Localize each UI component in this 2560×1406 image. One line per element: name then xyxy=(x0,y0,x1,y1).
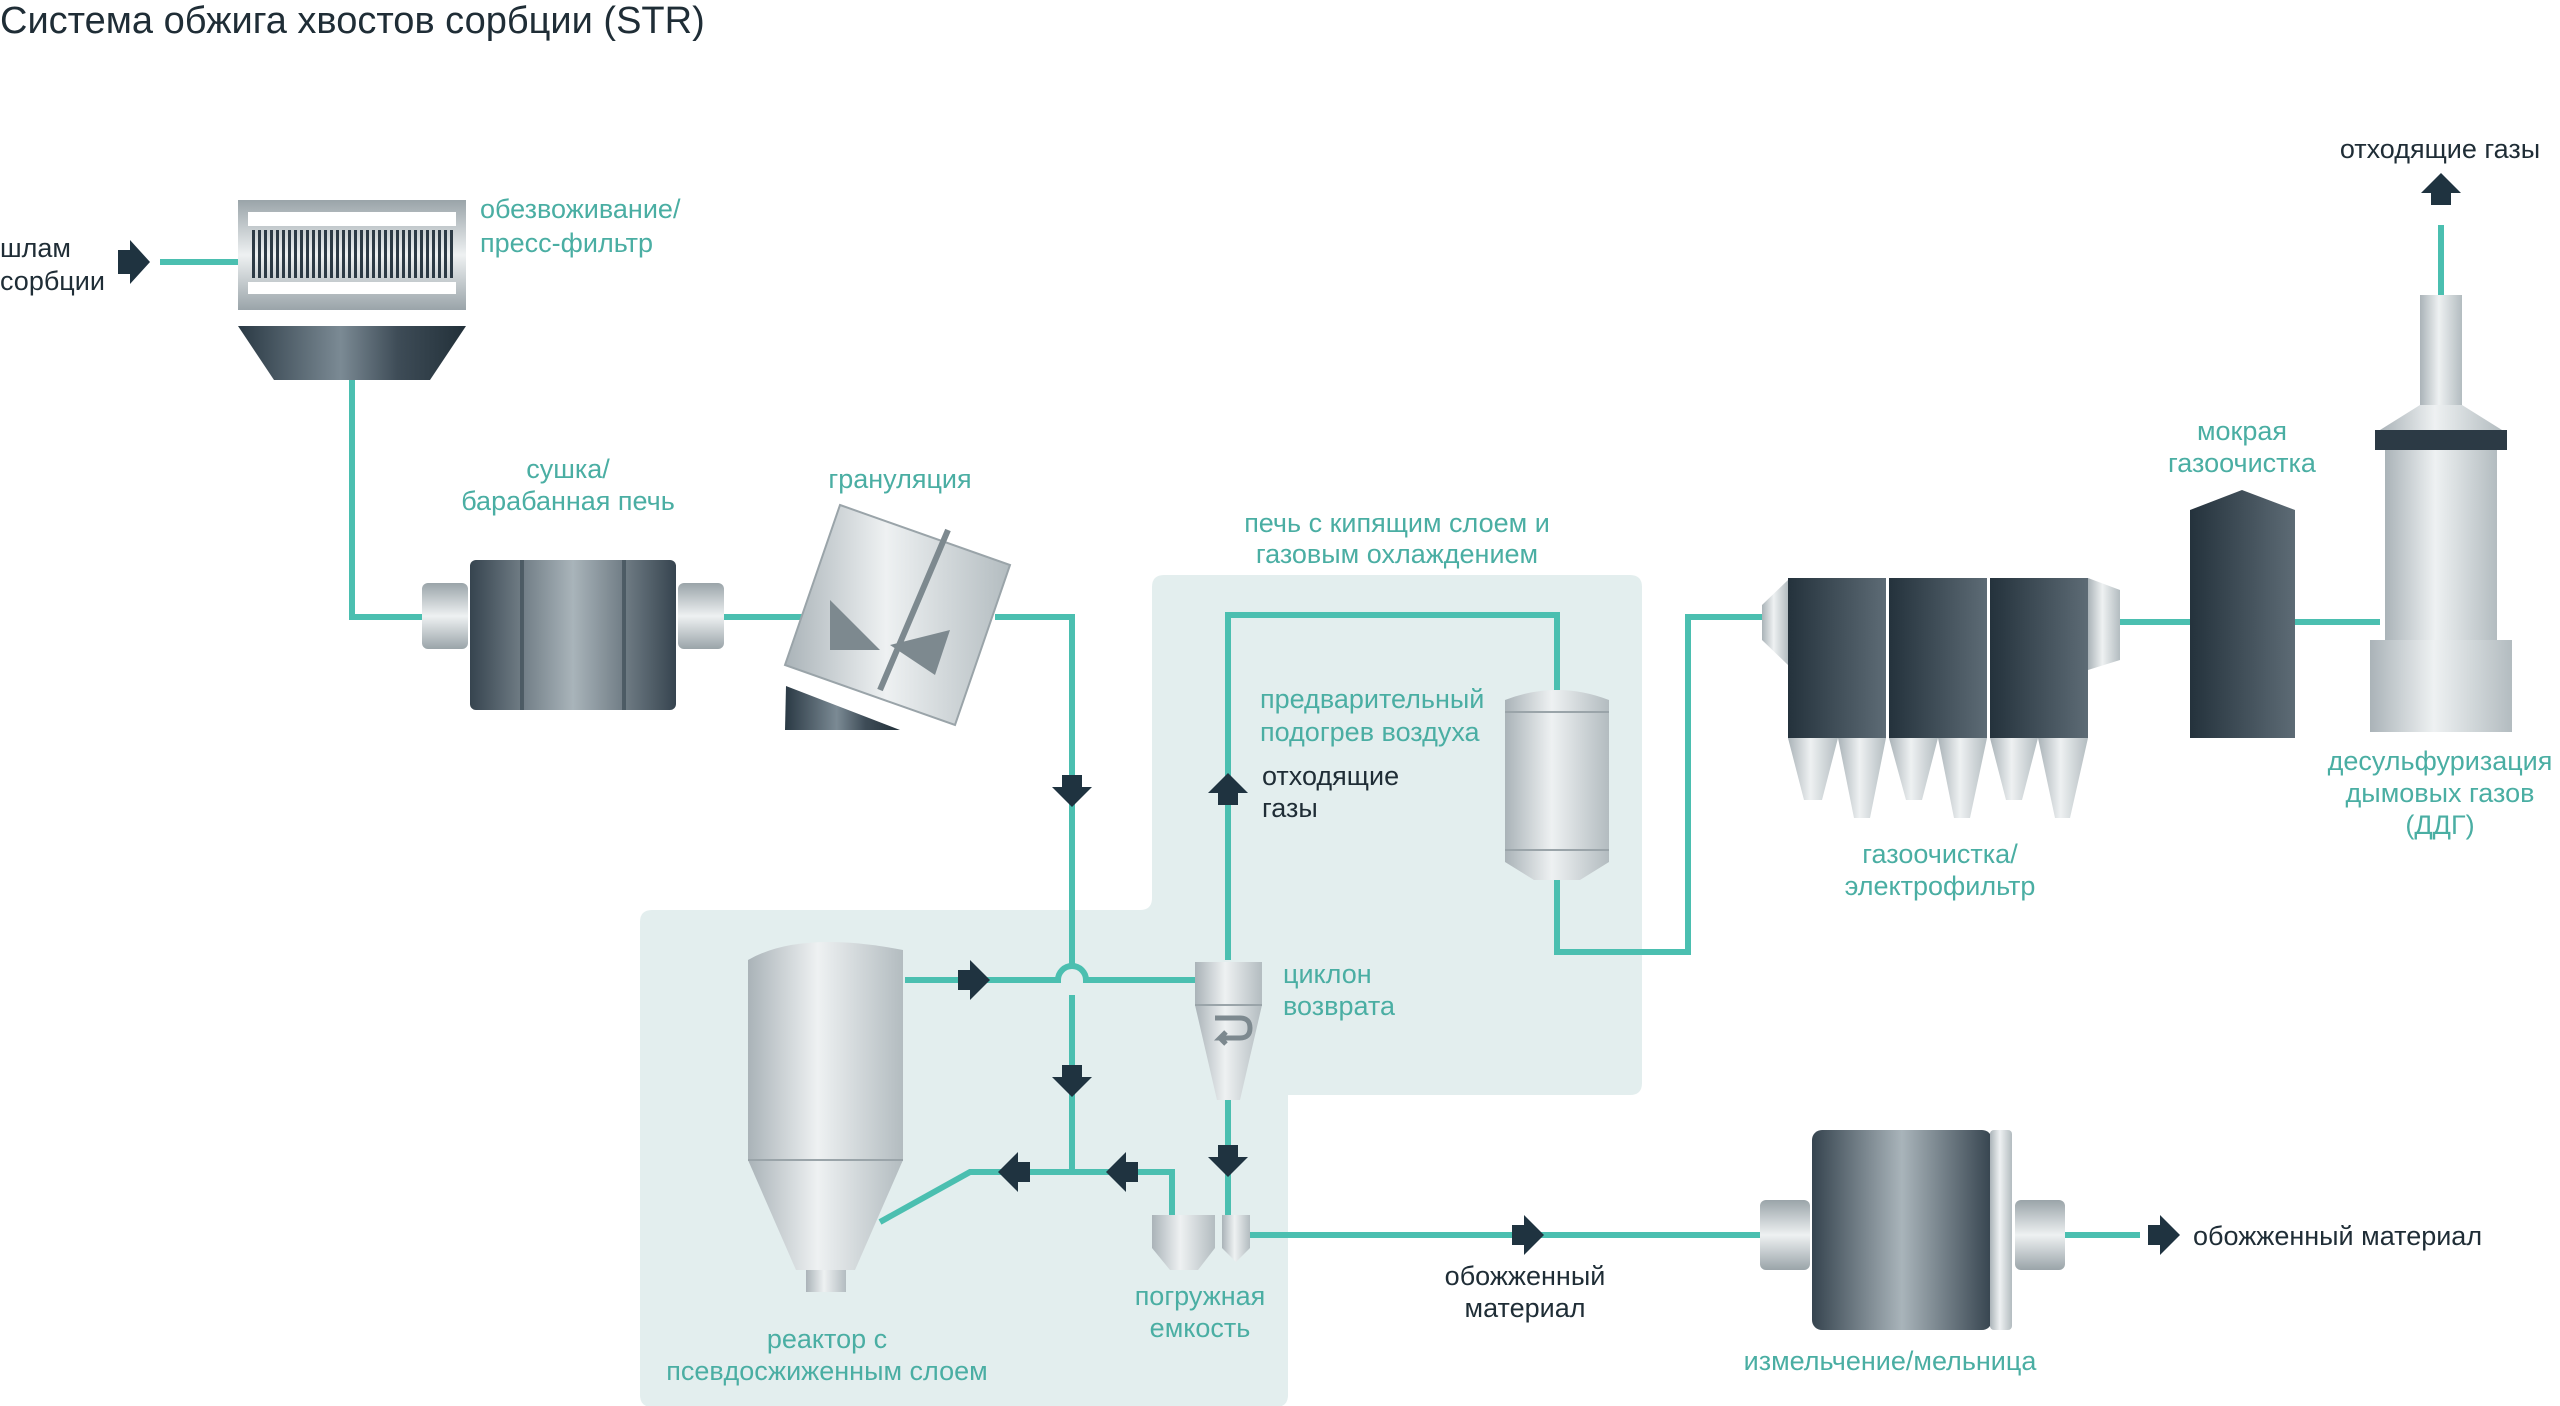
filter-plate xyxy=(264,230,267,278)
fluidized-bed-reactor xyxy=(748,942,903,1292)
filter-plate xyxy=(252,230,255,278)
drum-dryer-label: барабанная печь xyxy=(461,486,675,516)
pipe-filter-to-dryer xyxy=(349,380,430,620)
granulator-label: грануляция xyxy=(828,464,971,494)
filter-plate xyxy=(288,230,291,278)
filter-plate xyxy=(402,230,405,278)
filter-plate xyxy=(390,230,393,278)
arrow-right-icon xyxy=(1512,1215,1544,1255)
filter-plate xyxy=(426,230,429,278)
wet-scrubber-label: мокрая xyxy=(2197,416,2287,446)
pipe-reactor-to-cyclone xyxy=(905,963,1195,983)
arrow-up-icon xyxy=(1208,773,1248,805)
press-filter-label: пресс-фильтр xyxy=(480,228,653,258)
granulator xyxy=(783,503,1012,730)
filter-plate xyxy=(324,230,327,278)
filter-plate xyxy=(378,230,381,278)
electrostatic-precipitator xyxy=(1762,578,2120,818)
filter-plate xyxy=(408,230,411,278)
cyclone-label: возврата xyxy=(1283,991,1396,1021)
furnace-zone-panel xyxy=(640,575,1642,1406)
filter-plate xyxy=(372,230,375,278)
arrow-left-icon xyxy=(998,1152,1030,1192)
filter-plate xyxy=(270,230,273,278)
return-cyclone xyxy=(1195,962,1262,1100)
filter-plate xyxy=(282,230,285,278)
tank-label: погружная xyxy=(1135,1281,1266,1311)
arrow-down-icon xyxy=(1052,775,1092,807)
arrow-down-icon xyxy=(1052,1065,1092,1097)
desulfurization-stack xyxy=(2370,295,2512,732)
filter-plate xyxy=(354,230,357,278)
mill-label: измельчение/мельница xyxy=(1744,1346,2038,1376)
sludge-label: сорбции xyxy=(0,266,105,296)
ball-mill xyxy=(1760,1130,2065,1330)
filter-plate xyxy=(336,230,339,278)
arrow-right-icon xyxy=(2148,1215,2180,1255)
filter-plate xyxy=(348,230,351,278)
furnace-label: газовым охлаждением xyxy=(1256,539,1538,569)
arrow-left-icon xyxy=(1106,1152,1138,1192)
filter-plate xyxy=(312,230,315,278)
arrow-right-icon xyxy=(958,960,990,1000)
sludge-label: шлам xyxy=(0,233,71,263)
offgas-inner-label: отходящие xyxy=(1262,761,1399,791)
fgd-label: (ДДГ) xyxy=(2405,810,2474,840)
preheater-label: подогрев воздуха xyxy=(1260,717,1481,747)
filter-plate xyxy=(360,230,363,278)
arrow-up-icon xyxy=(2421,173,2461,205)
reactor-label: псевдосжиженным слоем xyxy=(666,1356,987,1386)
arrow-right-icon xyxy=(118,240,150,284)
drum-dryer xyxy=(422,560,724,710)
filter-plate xyxy=(330,230,333,278)
fgd-label: десульфуризация xyxy=(2328,746,2553,776)
flow-arrows xyxy=(118,173,2461,1255)
filter-plate xyxy=(420,230,423,278)
esp-label: электрофильтр xyxy=(1845,871,2036,901)
filter-plate xyxy=(300,230,303,278)
filter-plate xyxy=(396,230,399,278)
cyclone-label: циклон xyxy=(1283,959,1372,989)
press-filter xyxy=(238,200,466,380)
offgas-top-label: отходящие газы xyxy=(2340,134,2540,164)
calcined-material-label: материал xyxy=(1465,1293,1586,1323)
air-preheater xyxy=(1505,690,1609,880)
filter-plate xyxy=(294,230,297,278)
offgas-inner-label: газы xyxy=(1262,793,1318,823)
furnace-label: печь с кипящим слоем и xyxy=(1244,508,1550,538)
filter-plate xyxy=(384,230,387,278)
filter-plate xyxy=(450,230,453,278)
filter-plate xyxy=(444,230,447,278)
page-title: Система обжига хвостов сорбции (STR) xyxy=(0,0,705,42)
wet-scrubber-label: газоочистка xyxy=(2168,448,2317,478)
press-filter-label: обезвоживание/ xyxy=(480,194,681,224)
filter-plate xyxy=(414,230,417,278)
fgd-label: дымовых газов xyxy=(2346,778,2535,808)
immersion-tank xyxy=(1152,1215,1250,1270)
drum-dryer-label: сушка/ xyxy=(526,454,610,484)
calcined-material-label: обожженный xyxy=(1445,1261,1606,1291)
filter-plate xyxy=(366,230,369,278)
filter-plate xyxy=(432,230,435,278)
tank-label: емкость xyxy=(1150,1313,1251,1343)
filter-plate xyxy=(276,230,279,278)
filter-plate xyxy=(342,230,345,278)
preheater-label: предварительный xyxy=(1260,684,1484,714)
filter-plate xyxy=(306,230,309,278)
wet-scrubber xyxy=(2190,490,2295,738)
calcined-output-label: обожженный материал xyxy=(2193,1221,2482,1251)
return-arrow-icon xyxy=(1213,1015,1253,1046)
pipe-preheater-to-esp xyxy=(1554,614,1768,955)
reactor-label: реактор с xyxy=(767,1324,887,1354)
arrow-down-icon xyxy=(1208,1145,1248,1177)
filter-plate xyxy=(438,230,441,278)
filter-plate xyxy=(258,230,261,278)
esp-label: газоочистка/ xyxy=(1862,839,2018,869)
filter-plate xyxy=(318,230,321,278)
pipe-tank-to-reactor xyxy=(878,1169,1072,1225)
